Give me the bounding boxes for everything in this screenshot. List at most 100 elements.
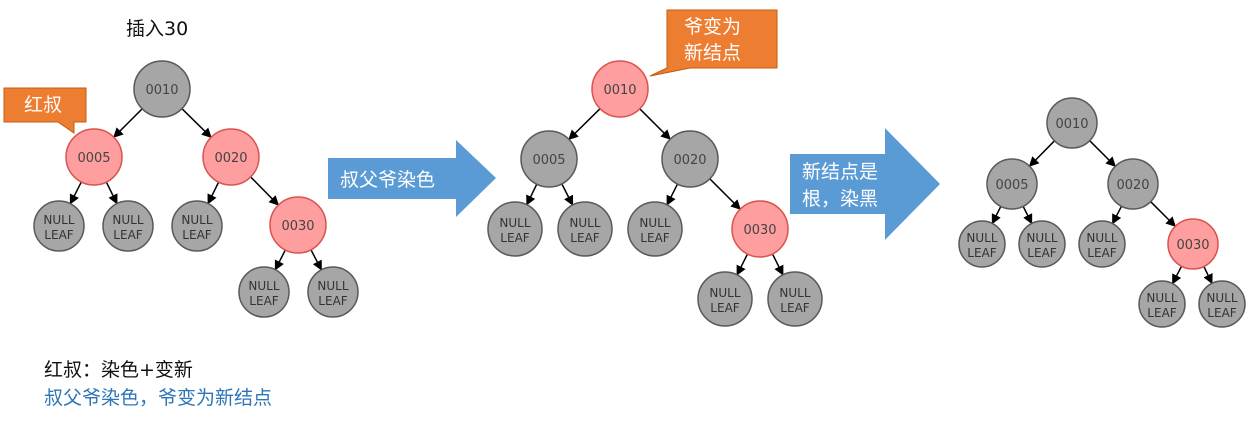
tree-node-0030 <box>731 200 789 258</box>
null-leaf-node <box>627 201 683 257</box>
null-leaf-label: LEAF <box>249 294 278 308</box>
edge <box>1028 140 1056 167</box>
edge <box>526 183 538 206</box>
null-leaf-label: NULL <box>709 286 740 300</box>
tree-node-0020 <box>661 130 719 188</box>
null-leaf-label: LEAF <box>500 231 529 245</box>
null-leaf-node <box>958 220 1006 268</box>
null-leaf-node <box>102 200 154 252</box>
tree-node-0030 <box>1167 218 1219 270</box>
callout-red-uncle: 红叔 <box>3 87 87 134</box>
null-leaf-label: NULL <box>43 213 74 227</box>
edge <box>991 206 1002 225</box>
edge <box>666 183 679 206</box>
null-leaf-label: LEAF <box>1147 306 1176 320</box>
tree-node-label: 0020 <box>1116 178 1149 193</box>
null-leaf-label: NULL <box>248 279 279 293</box>
tree-node-label: 0010 <box>1055 117 1088 132</box>
edge <box>69 181 83 205</box>
tree-node-0005 <box>65 128 123 186</box>
null-leaf-label: NULL <box>499 216 530 230</box>
edge <box>1022 206 1033 225</box>
edge <box>639 108 671 140</box>
null-leaf-label: NULL <box>1026 231 1057 245</box>
step-arrow-2-line2: 根，染黑 <box>802 188 878 210</box>
null-leaf-node <box>33 200 85 252</box>
null-leaf-node <box>238 266 290 318</box>
edge <box>181 108 212 139</box>
edge <box>568 108 601 141</box>
edge <box>561 183 574 206</box>
null-leaf-label: LEAF <box>1027 246 1056 260</box>
null-leaf-node <box>171 200 223 252</box>
edge <box>736 253 749 276</box>
null-leaf-node <box>557 201 613 257</box>
tree-node-0020 <box>202 128 260 186</box>
null-leaf-label: LEAF <box>570 231 599 245</box>
tree-node-label: 0030 <box>1176 238 1209 253</box>
tree-node-0010 <box>133 60 191 118</box>
edge <box>274 249 286 271</box>
callout-grandpa-new: 爷变为 新结点 <box>649 9 778 77</box>
tree-node-0010 <box>1046 97 1098 149</box>
title: 插入30 <box>126 18 188 40</box>
null-leaf-label: NULL <box>966 231 997 245</box>
tree-node-label: 0020 <box>214 151 247 166</box>
null-leaf-node <box>1138 280 1186 328</box>
null-leaf-label: LEAF <box>182 228 211 242</box>
null-leaf-label: NULL <box>1206 291 1237 305</box>
tree-node-label: 0020 <box>673 153 706 168</box>
edge <box>1203 266 1213 285</box>
null-leaf-label: LEAF <box>1087 246 1116 260</box>
null-leaf-label: NULL <box>1086 231 1117 245</box>
tree-node-label: 0005 <box>532 153 565 168</box>
edge <box>1150 201 1177 228</box>
edge <box>310 249 322 271</box>
note-line-2: 叔父爷染色，爷变为新结点 <box>44 387 272 409</box>
edge <box>250 176 280 206</box>
callout-grandpa-new-line2: 新结点 <box>684 42 741 64</box>
null-leaf-label: NULL <box>317 279 348 293</box>
edge <box>1089 140 1117 168</box>
edge <box>1172 265 1183 285</box>
edge <box>105 181 118 205</box>
edge <box>113 108 143 138</box>
null-leaf-label: NULL <box>112 213 143 227</box>
step-arrow-2: 新结点是 根，染黑 <box>790 128 940 240</box>
tree-node-label: 0030 <box>281 219 314 234</box>
edge <box>771 253 784 276</box>
null-leaf-node <box>1198 280 1246 328</box>
step-arrow-1-text: 叔父爷染色 <box>340 169 435 191</box>
edge <box>1112 205 1123 225</box>
null-leaf-label: LEAF <box>780 301 809 315</box>
null-leaf-label: LEAF <box>710 301 739 315</box>
null-leaf-label: NULL <box>181 213 212 227</box>
callout-red-uncle-text: 红叔 <box>24 94 62 116</box>
tree-node-label: 0005 <box>995 178 1028 193</box>
null-leaf-node <box>767 271 823 327</box>
null-leaf-label: LEAF <box>318 294 347 308</box>
null-leaf-label: NULL <box>639 216 670 230</box>
null-leaf-label: LEAF <box>1207 306 1236 320</box>
tree-node-0005 <box>520 130 578 188</box>
null-leaf-label: NULL <box>1146 291 1177 305</box>
tree-node-0010 <box>591 60 649 118</box>
tree-node-label: 0005 <box>77 151 110 166</box>
null-leaf-label: LEAF <box>640 231 669 245</box>
tree-node-label: 0010 <box>603 83 636 98</box>
tree-node-0020 <box>1107 158 1159 210</box>
null-leaf-node <box>307 266 359 318</box>
step-arrow-1: 叔父爷染色 <box>328 140 496 217</box>
note-line-1: 红叔：染色+变新 <box>44 359 193 381</box>
null-leaf-label: LEAF <box>967 246 996 260</box>
null-leaf-label: NULL <box>779 286 810 300</box>
tree-node-label: 0010 <box>145 83 178 98</box>
null-leaf-node <box>697 271 753 327</box>
callout-grandpa-new-line1: 爷变为 <box>684 16 741 38</box>
null-leaf-node <box>1078 220 1126 268</box>
tree-node-0005 <box>986 158 1038 210</box>
